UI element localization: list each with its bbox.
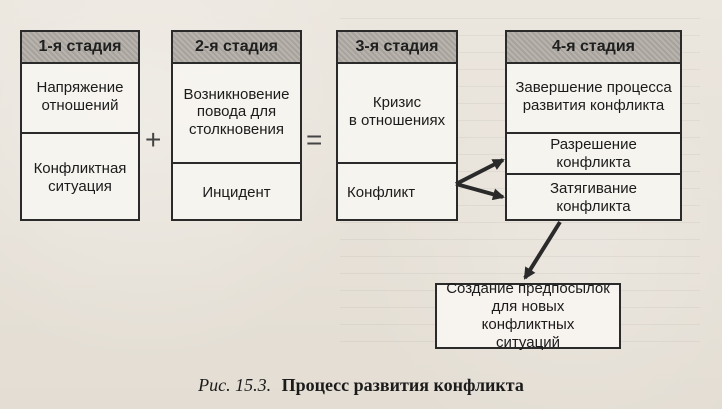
stage-4-bottom-section: Затягивание конфликта — [507, 175, 680, 219]
stage-2-title: 2-я стадия — [195, 38, 278, 55]
stage-4-middle-text: Разрешение конфликта — [550, 135, 637, 171]
stage-3-top-section: Кризис в отношениях — [338, 62, 456, 164]
arrow-to-new-preconditions — [523, 220, 562, 280]
stage-4-top-text: Завершение процесса развития конфликта — [515, 79, 672, 114]
stage-4-bottom-text: Затягивание конфликта — [549, 180, 638, 215]
stage-1-top-text: Напряжение отношений — [36, 79, 124, 114]
stage-1-bottom-text: Конфликтная ситуация — [33, 159, 127, 195]
stage-4-header: 4-я стадия — [507, 32, 680, 64]
stage-3-top-text: Кризис в отношениях — [348, 94, 446, 129]
equals-operator: = — [306, 126, 322, 154]
arrow-to-resolution — [455, 158, 505, 186]
stage-2-bottom-section: Инцидент — [173, 164, 300, 219]
figure-label: Рис. 15.3. — [198, 375, 272, 395]
stage-3-bottom-section: Конфликт — [338, 164, 456, 219]
plus-symbol: + — [145, 124, 162, 155]
stage-2-box: 2-я стадия Возникновение повода для стол… — [171, 30, 302, 221]
stage-3-header: 3-я стадия — [338, 32, 456, 64]
stage-2-top-section: Возникновение повода для столкновения — [173, 62, 300, 164]
stage-1-header: 1-я стадия — [22, 32, 138, 64]
stage-3-bottom-text: Конфликт — [347, 183, 416, 201]
stage-1-bottom-section: Конфликтная ситуация — [22, 134, 138, 219]
equals-symbol: = — [306, 124, 323, 155]
result-box-text: Создание предпосылок для новых конфликтн… — [446, 280, 610, 351]
stage-3-title: 3-я стадия — [355, 38, 439, 55]
stage-1-box: 1-я стадия Напряжение отношений Конфликт… — [20, 30, 140, 221]
stage-4-middle-section: Разрешение конфликта — [507, 134, 680, 175]
stage-4-top-section: Завершение процесса развития конфликта — [507, 62, 680, 134]
plus-operator: + — [145, 126, 161, 154]
stage-2-top-text: Возникновение повода для столкновения — [183, 85, 290, 138]
figure-title: Процесс развития конфликта — [281, 375, 524, 395]
stage-1-title: 1-я стадия — [38, 38, 122, 55]
stage-4-box: 4-я стадия Завершение процесса развития … — [505, 30, 682, 221]
stage-2-header: 2-я стадия — [173, 32, 300, 64]
arrow-to-prolongation — [455, 182, 505, 201]
stage-1-top-section: Напряжение отношений — [22, 62, 138, 134]
figure-caption: Рис. 15.3. Процесс развития конфликта — [0, 375, 722, 396]
stage-4-title: 4-я стадия — [552, 38, 635, 55]
stage-3-box: 3-я стадия Кризис в отношениях Конфликт — [336, 30, 458, 221]
result-box: Создание предпосылок для новых конфликтн… — [435, 280, 621, 351]
stage-2-bottom-text: Инцидент — [202, 183, 271, 201]
